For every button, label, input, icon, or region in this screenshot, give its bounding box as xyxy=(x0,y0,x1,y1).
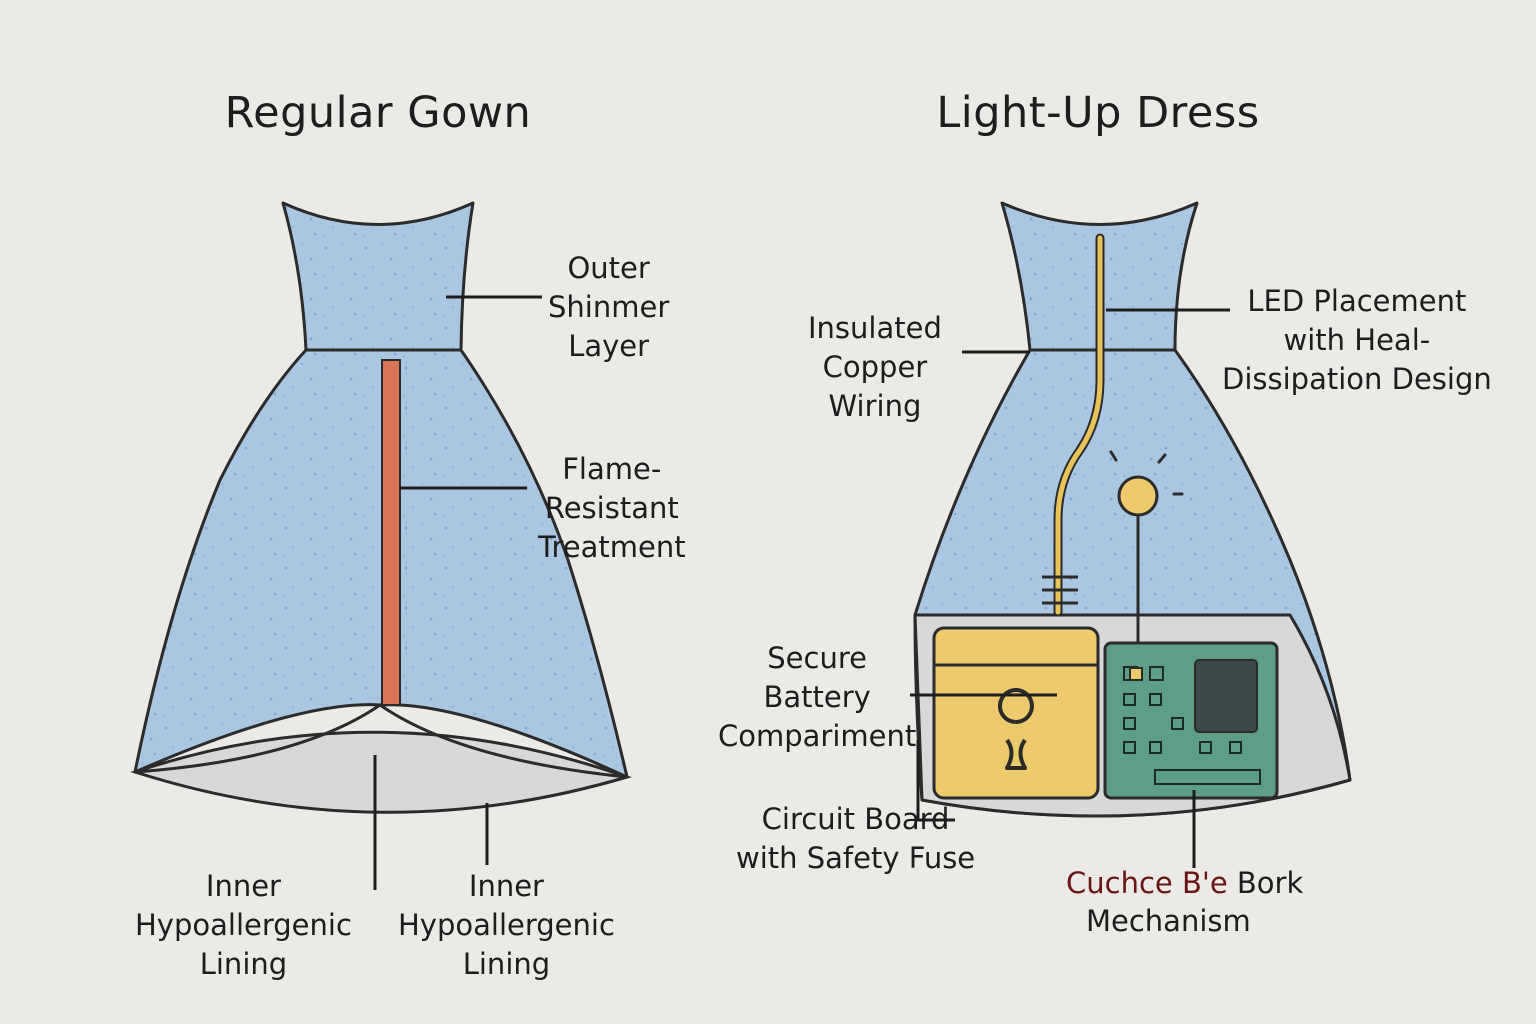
led-bulb xyxy=(1117,475,1159,517)
label-inner-lining-2: Inner Hypoallergenic Lining xyxy=(398,869,615,981)
led-glow-rays xyxy=(1109,450,1184,496)
light-up-dress xyxy=(910,201,1352,868)
label-insulated-copper-wiring: Insulated Copper Wiring xyxy=(808,311,942,423)
label-mechanism-garbled: Cuchce B'e xyxy=(1066,866,1228,900)
battery-compartment xyxy=(932,626,1100,800)
skirt-slit xyxy=(134,703,628,779)
label-circuit-board: Circuit Board with Safety Fuse xyxy=(736,802,976,875)
copper-wiring-core xyxy=(1055,235,1103,615)
light-up-dress-title: Light-Up Dress xyxy=(936,88,1260,138)
label-secure-battery-compartment: Secure Battery Compariment xyxy=(718,641,917,753)
circuit-leader xyxy=(916,740,955,822)
label-mechanism-bork: Bork xyxy=(1236,866,1304,900)
regular-gown-title: Regular Gown xyxy=(224,88,532,138)
lock-keyhole-icon xyxy=(997,688,1034,770)
circuit-board xyxy=(1103,641,1279,800)
fuse xyxy=(1129,667,1143,681)
label-outer-shimmer-layer: Outer Shinmer Layer xyxy=(548,251,670,363)
regular-gown-bodice xyxy=(281,201,475,352)
regular-gown xyxy=(130,201,632,890)
label-mechanism-line-1: Cuchce B'e Bork xyxy=(1066,864,1303,903)
label-inner-lining-1: Inner Hypoallergenic Lining xyxy=(135,869,352,981)
label-led-placement: LED Placement with Heal- Dissipation Des… xyxy=(1222,284,1492,396)
wire-clips xyxy=(1042,575,1078,605)
label-mechanism-line-2: Mechanism xyxy=(1086,904,1251,938)
label-flame-resistant-treatment: Flame- Resistant Treatment xyxy=(538,452,686,564)
flame-resistant-strip xyxy=(381,359,401,706)
